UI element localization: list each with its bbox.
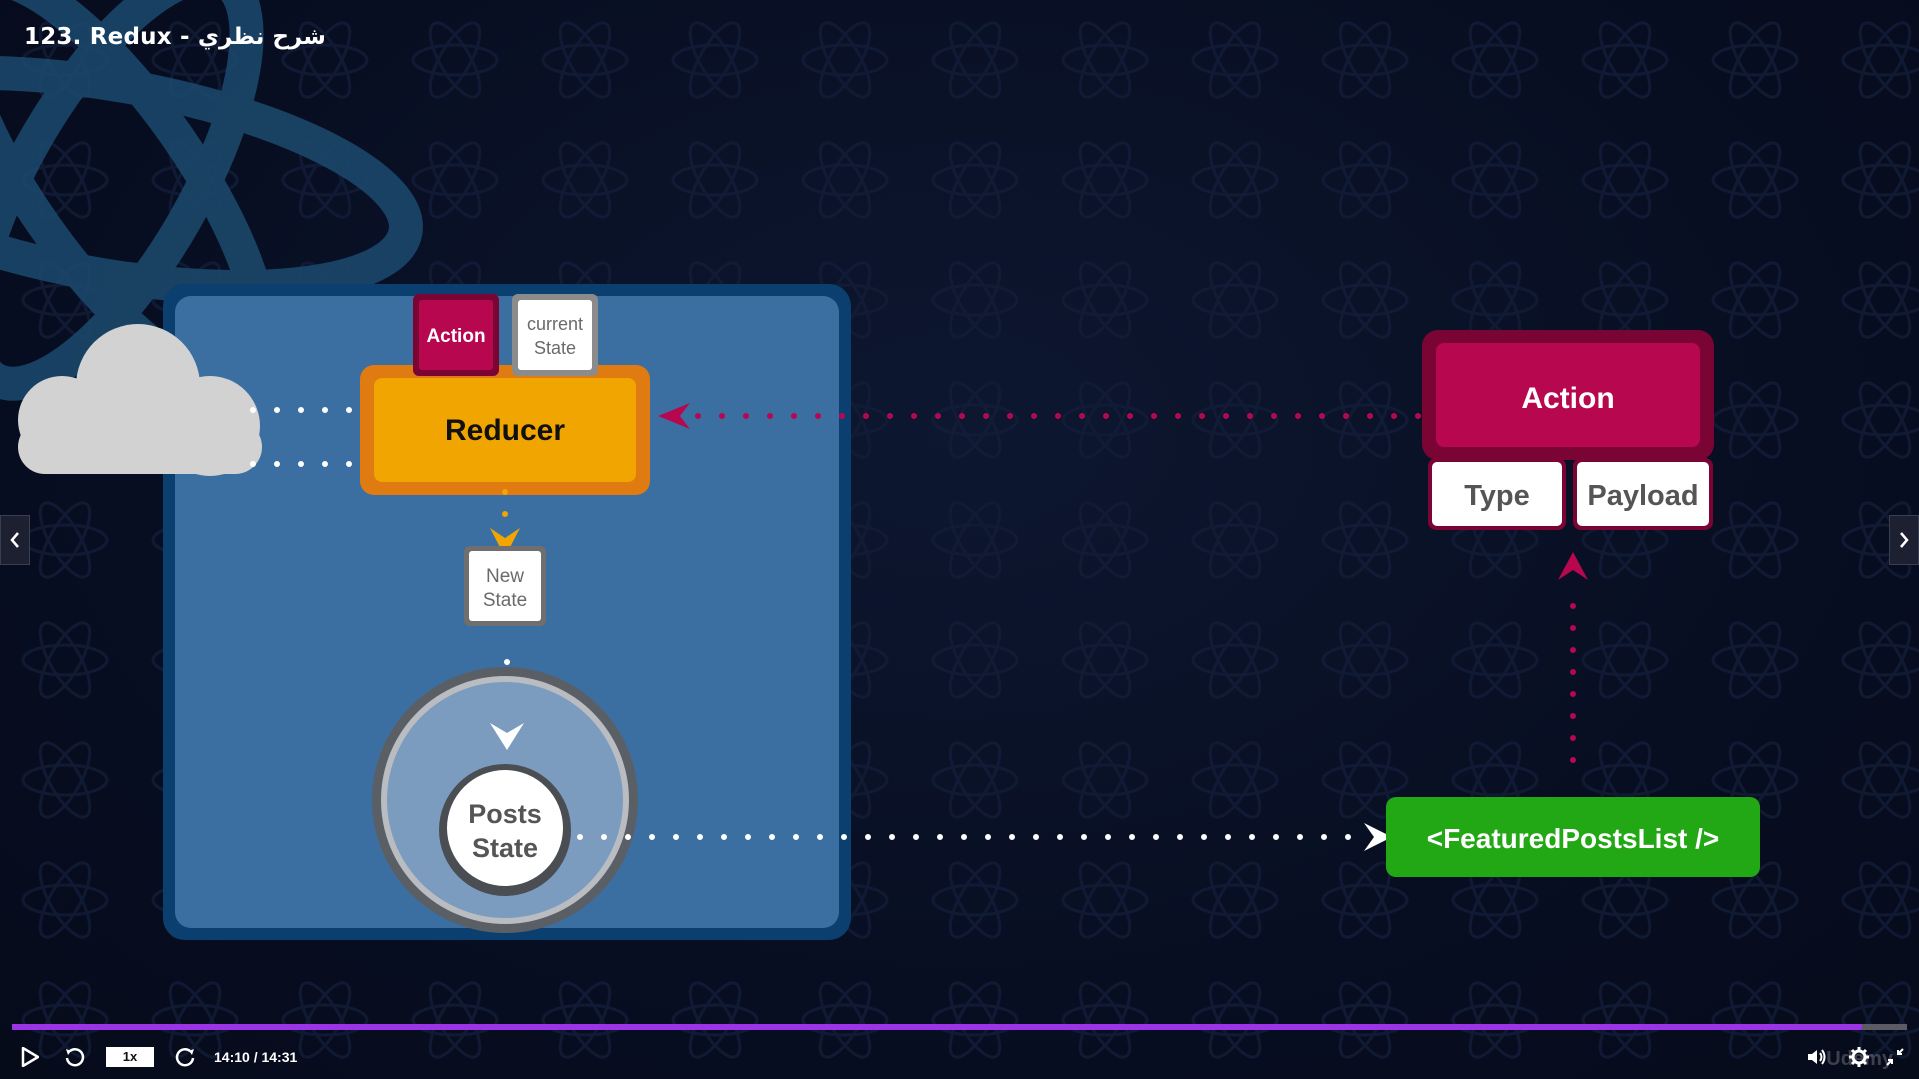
- time-display: 14:10 / 14:31: [214, 1048, 298, 1065]
- current-state-card: current State: [512, 294, 598, 376]
- reducer-action-card: Action: [413, 294, 499, 376]
- rewind-button[interactable]: [62, 1044, 88, 1070]
- volume-button[interactable]: [1803, 1043, 1831, 1071]
- progress-bar[interactable]: [12, 1024, 1907, 1030]
- fullscreen-button[interactable]: [1883, 1043, 1907, 1071]
- exit-fullscreen-icon: [1886, 1047, 1904, 1066]
- next-lecture-button[interactable]: [1889, 515, 1919, 565]
- featured-posts-list-component: <FeaturedPostsList />: [1386, 797, 1760, 877]
- new-state-line2: State: [483, 590, 527, 611]
- posts-state-line2: State: [472, 833, 538, 863]
- reducer-action-label: Action: [426, 326, 485, 347]
- forward-button[interactable]: [172, 1044, 198, 1070]
- reducer-box: Reducer: [360, 365, 650, 495]
- action-label: Action: [1521, 382, 1614, 415]
- play-button[interactable]: [18, 1045, 42, 1069]
- reducer-label: Reducer: [445, 414, 565, 447]
- action-group: Action Type Payload: [1422, 330, 1714, 530]
- gear-icon: [1849, 1046, 1869, 1067]
- cloud-icon: [18, 324, 262, 476]
- chevron-right-icon: [1900, 532, 1909, 548]
- new-state-card: New State: [464, 546, 546, 626]
- current-state-line1: current: [527, 314, 583, 334]
- rewind-icon: [65, 1047, 85, 1067]
- video-title: 123. Redux - شرح نظري: [24, 24, 326, 50]
- player-controls: 1x 14:10 / 14:31: [0, 1034, 1919, 1079]
- component-label: <FeaturedPostsList />: [1427, 823, 1720, 854]
- posts-state-circle: Posts State: [372, 667, 638, 933]
- new-state-line1: New: [486, 566, 524, 587]
- posts-state-line1: Posts: [468, 799, 542, 829]
- settings-button[interactable]: [1845, 1043, 1873, 1071]
- right-controls: Udemy: [1803, 1034, 1907, 1079]
- playback-speed-button[interactable]: 1x: [106, 1046, 154, 1067]
- chevron-left-icon: [10, 532, 19, 548]
- payload-label: Payload: [1587, 480, 1698, 512]
- current-state-line2: State: [534, 338, 576, 358]
- previous-lecture-button[interactable]: [0, 515, 30, 565]
- udemy-watermark: Udemy: [1826, 1048, 1893, 1070]
- forward-icon: [175, 1047, 195, 1067]
- progress-fill: [12, 1024, 1862, 1030]
- play-icon: [21, 1046, 39, 1067]
- volume-icon: [1808, 1048, 1826, 1065]
- type-label: Type: [1464, 480, 1530, 512]
